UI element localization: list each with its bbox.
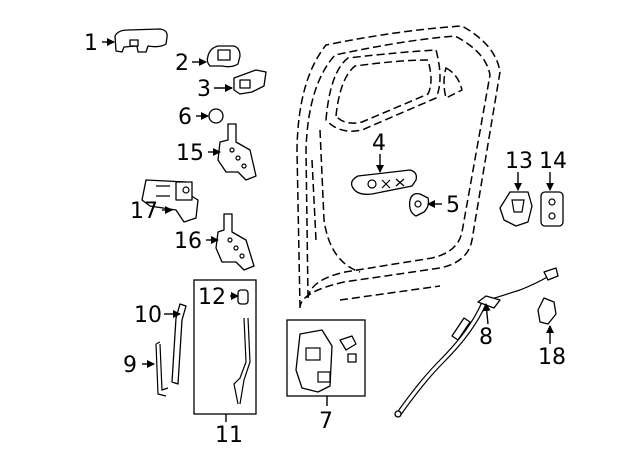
rod-kit-box (193, 279, 257, 415)
callout-6: 6 (178, 105, 192, 130)
callout-10: 10 (134, 303, 162, 328)
callout-9: 9 (123, 353, 137, 378)
striker-plate-part (540, 191, 564, 227)
callout-5: 5 (446, 193, 460, 218)
callout-4: 4 (372, 131, 386, 156)
callout-16: 16 (174, 229, 202, 254)
lower-hinge-part (215, 213, 255, 271)
callout-15: 15 (176, 141, 204, 166)
callout-7: 7 (319, 409, 333, 434)
callout-1: 1 (84, 31, 98, 56)
handle-cap-part (206, 45, 241, 68)
outside-handle-part (114, 28, 168, 53)
handle-bracket-part (233, 69, 267, 95)
callout-2: 2 (175, 51, 189, 76)
switch-part (408, 192, 430, 217)
striker-part (499, 191, 533, 227)
callout-18: 18 (538, 345, 566, 370)
door-check-part (141, 179, 199, 223)
cable-part (394, 267, 559, 418)
rod-part (171, 303, 187, 385)
door-outline (296, 25, 501, 309)
callout-17: 17 (130, 199, 158, 224)
upper-hinge-part (217, 123, 257, 181)
inside-handle-part (350, 169, 418, 195)
callout-14: 14 (539, 149, 567, 174)
latch-box (286, 319, 366, 397)
callout-12: 12 (198, 285, 226, 310)
callout-13: 13 (505, 149, 533, 174)
clip-part (537, 297, 557, 325)
link-rod-part (155, 341, 169, 397)
callout-11: 11 (215, 423, 243, 448)
plug-part (208, 108, 224, 124)
callout-3: 3 (197, 77, 211, 102)
leader-arrows (102, 38, 554, 422)
callout-8: 8 (479, 325, 493, 350)
